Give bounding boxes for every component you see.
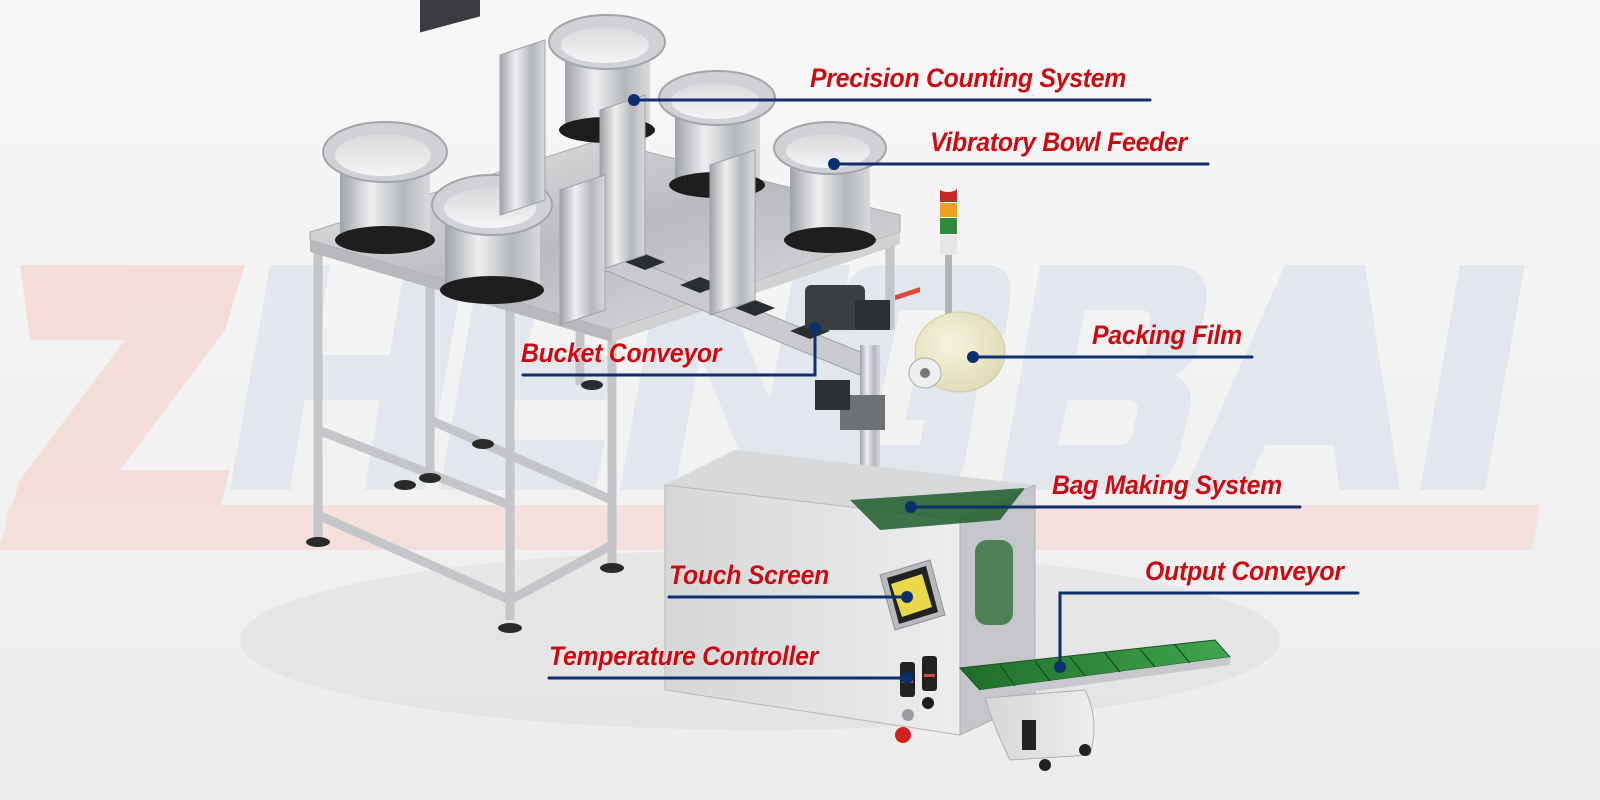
label-touch-screen: Touch Screen — [669, 560, 830, 590]
label-precision-counting-system: Precision Counting System — [810, 63, 1127, 93]
label-output-conveyor: Output Conveyor — [1145, 556, 1344, 586]
label-bag-making-system: Bag Making System — [1052, 470, 1282, 500]
label-vibratory-bowl-feeder: Vibratory Bowl Feeder — [930, 127, 1187, 157]
label-packing-film: Packing Film — [1092, 320, 1242, 350]
label-temperature-controller: Temperature Controller — [549, 641, 819, 671]
label-bucket-conveyor: Bucket Conveyor — [521, 338, 722, 368]
